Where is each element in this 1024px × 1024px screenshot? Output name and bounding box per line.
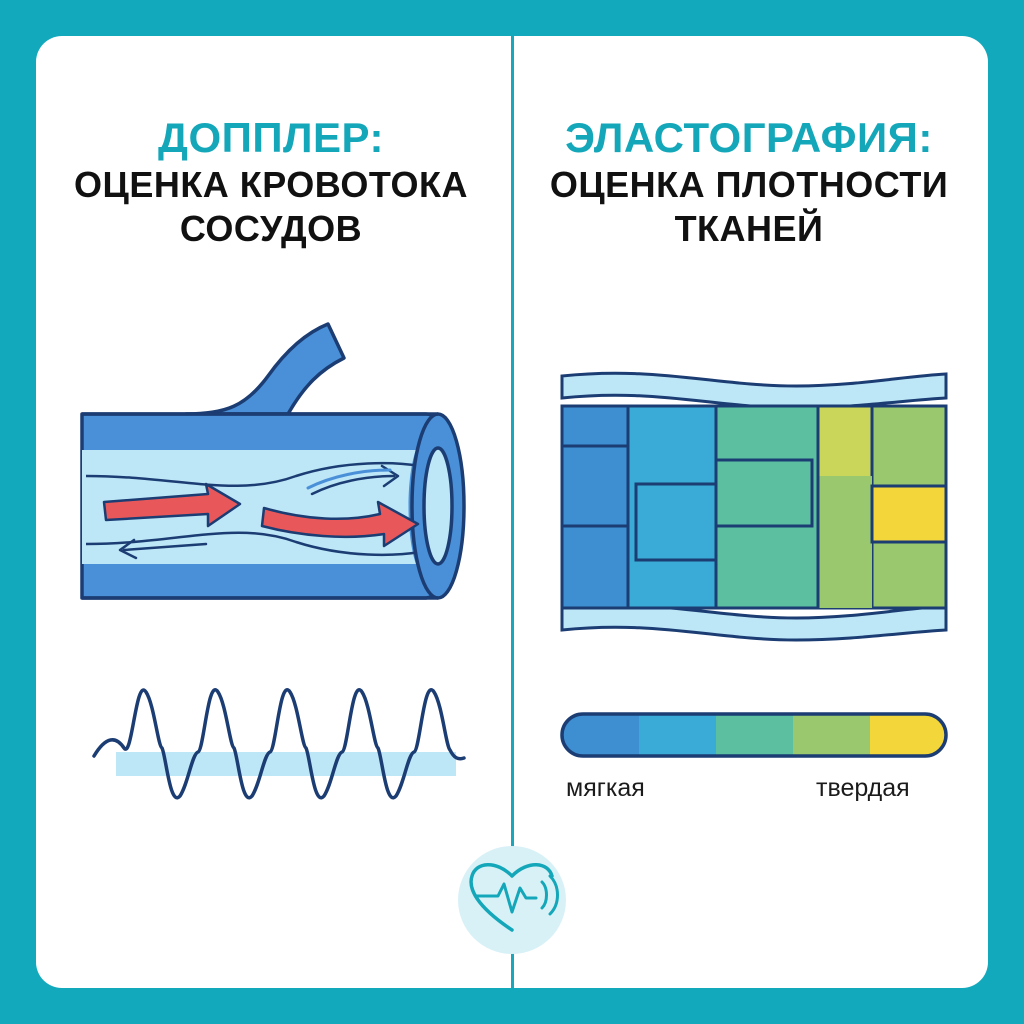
doppler-title: ДОППЛЕР: ОЦЕНКА КРОВОТОКА СОСУДОВ <box>36 112 506 251</box>
flow-arrow-back-icon <box>118 464 400 560</box>
doppler-subtitle-line1: ОЦЕНКА КРОВОТОКА <box>74 164 468 206</box>
scale-label-hard: твердая <box>816 774 910 802</box>
doppler-heading: ДОППЛЕР: <box>158 114 384 161</box>
doppler-subtitle-line2: СОСУДОВ <box>179 208 363 250</box>
scale-label-soft: мягкая <box>566 774 645 802</box>
elastography-title: ЭЛАСТОГРАФИЯ: ОЦЕНКА ПЛОТНОСТИ ТКАНЕЙ <box>514 112 984 251</box>
panel-divider <box>511 36 514 988</box>
illustration-layer <box>80 322 948 954</box>
elastography-tissue-map-icon <box>560 371 948 642</box>
heart-ultrasound-icon <box>458 846 566 954</box>
doppler-waveform-icon <box>92 687 466 800</box>
elastography-subtitle-line1: ОЦЕНКА ПЛОТНОСТИ <box>549 164 949 206</box>
elastography-heading: ЭЛАСТОГРАФИЯ: <box>565 114 933 161</box>
blood-vessel-icon <box>80 322 466 600</box>
elastography-subtitle-line2: ТКАНЕЙ <box>674 208 824 250</box>
stiffness-scale-bar <box>560 712 948 758</box>
flow-arrow-icon <box>102 482 420 548</box>
infographic-card: ДОППЛЕР: ОЦЕНКА КРОВОТОКА СОСУДОВ ЭЛАСТО… <box>36 36 988 988</box>
